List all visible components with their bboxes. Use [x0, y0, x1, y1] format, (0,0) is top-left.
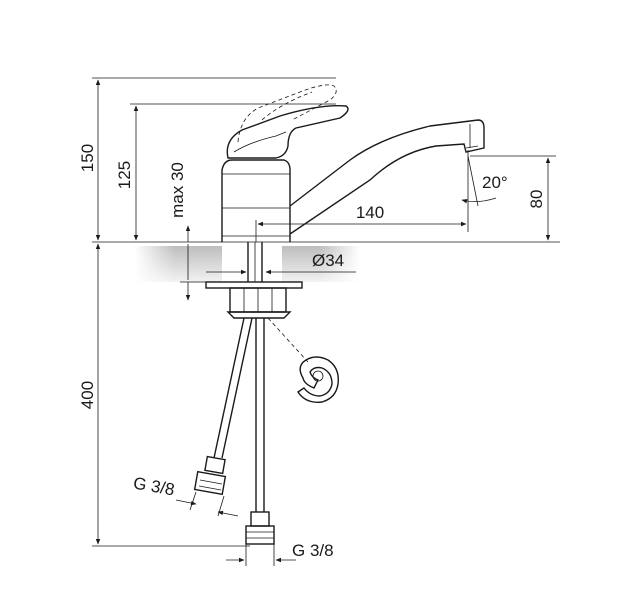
dim-80 [470, 155, 556, 241]
dim-400-label: 400 [78, 381, 97, 409]
dim-400 [92, 243, 250, 547]
dim-diameter-34-label: Ø34 [312, 251, 344, 270]
dim-20-deg [461, 155, 497, 207]
lever-handle [226, 105, 349, 159]
dim-thread-left-label: G 3/8 [132, 473, 176, 499]
dim-thread-bottom-label: G 3/8 [292, 541, 334, 560]
spout [289, 119, 485, 235]
dim-20-deg-label: 20° [482, 173, 508, 192]
dim-150-label: 150 [78, 144, 97, 172]
lever-handle-raised-outline [237, 84, 337, 143]
dim-150 [92, 77, 336, 241]
flexible-hoses [213, 317, 265, 512]
dim-thread-bottom [226, 544, 296, 566]
dim-140 [255, 150, 469, 242]
dim-max-30-label: max 30 [168, 162, 187, 218]
dim-max-30 [180, 225, 206, 301]
dim-140-label: 140 [356, 203, 384, 222]
dim-125 [130, 103, 336, 241]
retaining-clip-detail [267, 317, 339, 403]
dim-thread-left [175, 491, 239, 517]
threaded-stud [247, 242, 263, 282]
hose-fitting-left [193, 455, 227, 496]
dim-80-label: 80 [527, 190, 546, 209]
mounting-flange [205, 281, 303, 319]
dim-125-label: 125 [115, 161, 134, 189]
hose-fitting-bottom [245, 511, 275, 545]
